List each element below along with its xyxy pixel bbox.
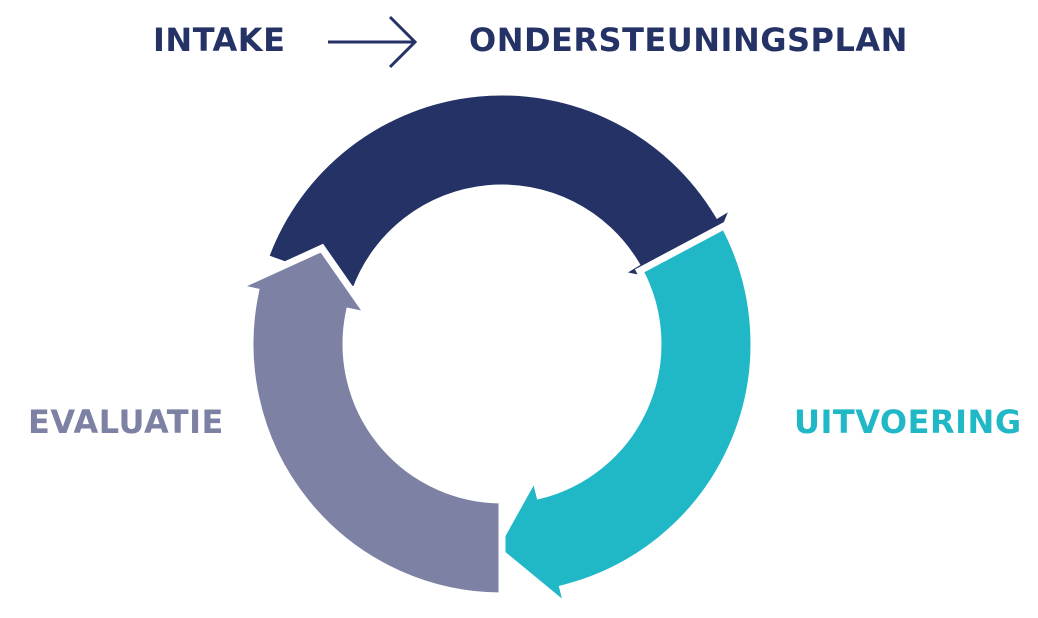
intake-label: INTAKE <box>153 21 286 59</box>
uitvoering-label: UITVOERING <box>794 403 1022 441</box>
ondersteuningsplan-arrow <box>260 88 743 296</box>
ondersteuningsplan-label: ONDERSTEUNINGSPLAN <box>469 21 908 59</box>
cycle-arrows <box>224 88 758 618</box>
flow-arrow-icon <box>328 15 418 69</box>
evaluatie-label: EVALUATIE <box>28 403 224 441</box>
evaluatie-arrow <box>224 243 506 600</box>
uitvoering-arrow <box>490 220 758 618</box>
